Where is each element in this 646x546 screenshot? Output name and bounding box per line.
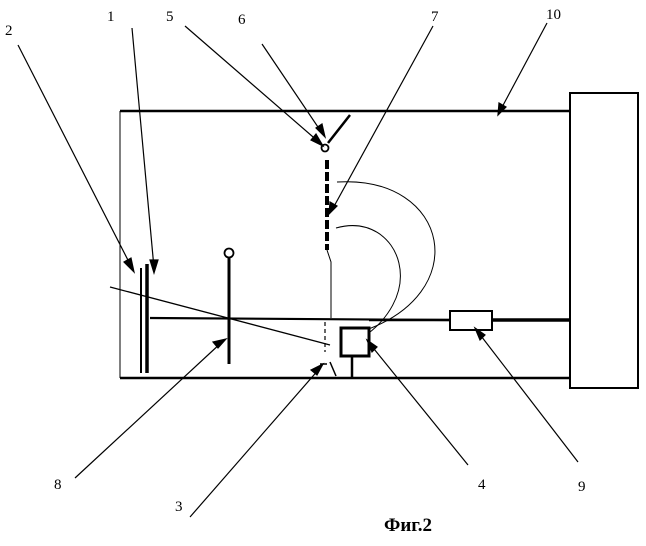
leader-9 (478, 332, 578, 462)
arrow-3 (311, 364, 323, 375)
rod-8-ring (225, 249, 234, 258)
arm-6 (328, 115, 350, 143)
plates-1-2 (141, 264, 147, 373)
arrow-8 (213, 339, 226, 348)
guide-line (327, 250, 331, 318)
leader-2 (18, 45, 132, 268)
block-10 (570, 93, 638, 388)
label-6: 6 (238, 12, 246, 28)
part-3 (320, 322, 336, 376)
box-4 (341, 328, 369, 378)
label-3: 3 (175, 499, 183, 515)
figure-caption: Фиг.2 (384, 515, 432, 536)
label-1: 1 (107, 9, 115, 25)
leader-lines (18, 23, 578, 517)
arrow-5 (311, 134, 323, 146)
beam-line (110, 287, 330, 345)
component-9 (369, 311, 570, 330)
leader-5 (185, 26, 320, 143)
leader-3 (190, 368, 320, 517)
box-4-outline (341, 328, 369, 356)
label-8: 8 (54, 477, 62, 493)
arrow-2 (124, 258, 134, 272)
outer-arc (337, 182, 435, 332)
rod-8 (225, 249, 234, 365)
label-9: 9 (578, 479, 586, 495)
mirror-assembly (322, 115, 351, 250)
label-5: 5 (166, 9, 174, 25)
component-9-body (450, 311, 492, 330)
leader-6 (262, 44, 322, 133)
part-3-slant (330, 362, 336, 376)
label-2: 2 (5, 23, 13, 39)
arrow-1 (150, 260, 158, 273)
label-7: 7 (431, 9, 439, 25)
leader-1 (132, 28, 154, 268)
label-4: 4 (478, 477, 486, 493)
label-10: 10 (546, 7, 561, 23)
arrow-10 (498, 103, 506, 115)
leader-4 (370, 344, 468, 465)
leader-10 (500, 23, 547, 111)
